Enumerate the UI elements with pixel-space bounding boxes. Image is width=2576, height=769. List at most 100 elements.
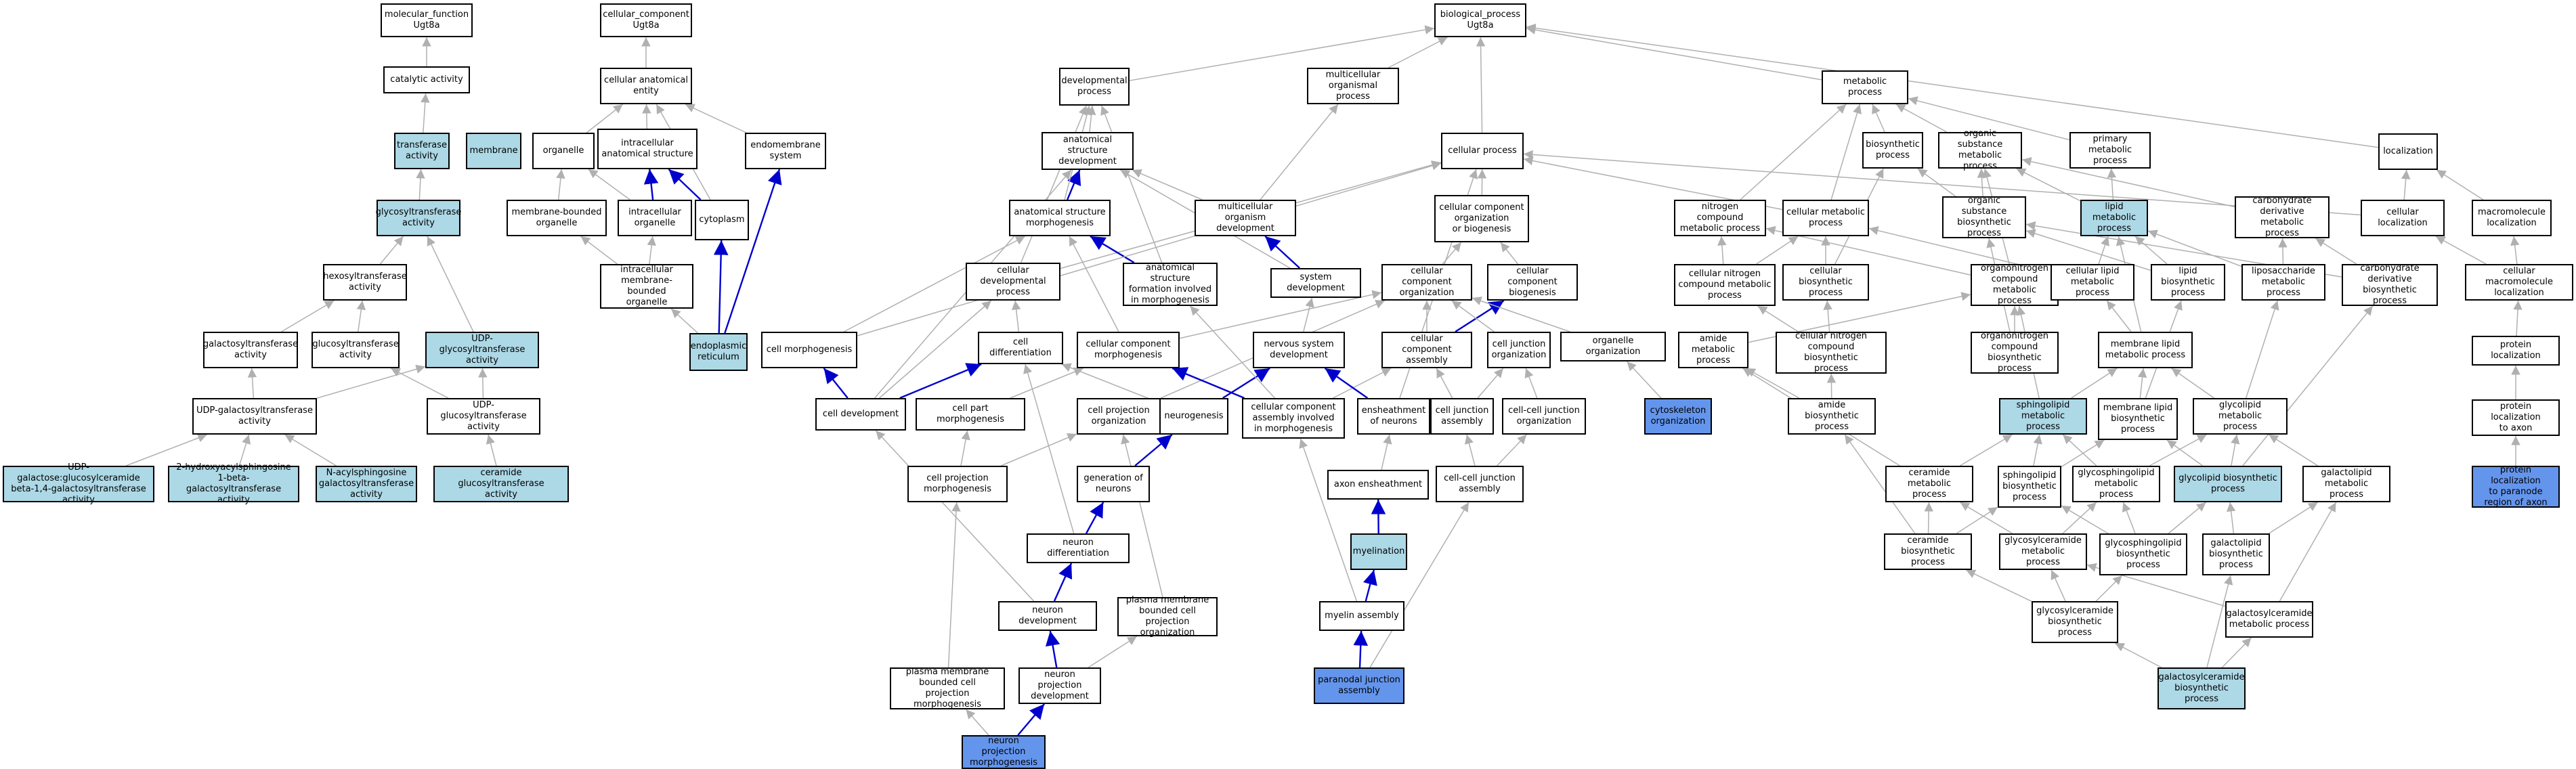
go-term-node-devp[interactable]: developmental process [1059, 68, 1130, 106]
go-term-node-pmp[interactable]: primary metabolic process [2069, 132, 2151, 169]
go-term-node-imbo[interactable]: intracellular membrane-bounded organelle [600, 264, 693, 309]
go-term-node-udpgly[interactable]: UDP-glycosyltransferase activity [425, 332, 539, 368]
go-term-node-oo[interactable]: organelle organization [1560, 332, 1666, 361]
go-term-node-neurog[interactable]: neurogenesis [1159, 398, 1228, 435]
go-term-node-galta[interactable]: galactosyltransferase activity [203, 332, 298, 368]
go-term-node-loc[interactable]: localization [2378, 133, 2438, 170]
go-term-node-ccjo[interactable]: cell-cell junction organization [1502, 398, 1586, 435]
go-term-node-cmorph[interactable]: cell morphogenesis [761, 332, 857, 368]
go-term-node-amp[interactable]: amide metabolic process [1678, 332, 1748, 368]
go-term-node-lbp[interactable]: lipid biosynthetic process [2151, 264, 2225, 301]
go-term-node-ccb[interactable]: cellular component biogenesis [1487, 264, 1578, 301]
go-term-node-udpgal[interactable]: UDP-galactosyltransferase activity [192, 398, 317, 435]
go-term-node-gsbp[interactable]: glycosphingolipid biosynthetic process [2099, 533, 2187, 575]
go-term-node-cergluc[interactable]: ceramide glucosyltransferase activity [433, 466, 569, 502]
go-term-node-onmp[interactable]: organonitrogen compound metabolic proces… [1971, 263, 2059, 306]
go-term-node-cloc[interactable]: cellular localization [2361, 200, 2445, 236]
go-term-node-onbp[interactable]: organonitrogen compound biosynthetic pro… [1971, 331, 2059, 374]
go-term-node-sysdev[interactable]: system development [1270, 268, 1361, 298]
go-term-node-ias[interactable]: intracellular anatomical structure [597, 129, 697, 169]
go-term-node-ccaim[interactable]: cellular component assembly involved in … [1242, 398, 1345, 439]
go-term-node-galbp[interactable]: galactolipid biosynthetic process [2202, 533, 2270, 575]
go-term-node-gta[interactable]: glycosyltransferase activity [376, 200, 461, 236]
go-term-node-glbp[interactable]: glycolipid biosynthetic process [2174, 466, 2282, 502]
go-term-node-galmp[interactable]: galactolipid metabolic process [2302, 466, 2390, 502]
go-term-node-axens[interactable]: axon ensheathment [1327, 470, 1429, 500]
go-term-node-mbo[interactable]: membrane-bounded organelle [507, 200, 607, 236]
go-term-node-myel[interactable]: myelination [1350, 533, 1407, 570]
go-term-node-cdiff[interactable]: cell differentiation [978, 332, 1063, 364]
go-term-node-udpgalcer[interactable]: UDP-galactose:glucosylceramide beta-1,4-… [3, 462, 154, 505]
go-term-node-mlbp[interactable]: membrane lipid biosynthetic process [2098, 398, 2178, 440]
go-term-node-nacyl[interactable]: N-acylsphingosine galactosyltransferase … [316, 466, 417, 502]
go-term-node-udpglu[interactable]: UDP-glucosyltransferase activity [427, 398, 540, 435]
go-term-node-cpo[interactable]: cell projection organization [1077, 398, 1161, 435]
go-term-node-mlmp[interactable]: membrane lipid metabolic process [2098, 332, 2193, 368]
go-term-node-clmp[interactable]: cellular lipid metabolic process [2051, 264, 2134, 301]
go-term-node-io[interactable]: intracellular organelle [618, 200, 692, 236]
go-term-node-galcbp[interactable]: galactosylceramide biosynthetic process [2158, 667, 2246, 709]
go-term-node-spmp[interactable]: sphingolipid metabolic process [1999, 398, 2087, 435]
go-term-node-mf[interactable]: molecular_function Ugt8a [381, 3, 473, 37]
go-term-node-hta[interactable]: hexosyltransferase activity [323, 264, 407, 301]
go-term-node-gcmp[interactable]: glycosylceramide metabolic process [1999, 533, 2087, 570]
go-term-node-membrane[interactable]: membrane [466, 133, 521, 169]
go-term-node-lpsmp[interactable]: liposaccharide metabolic process [2241, 264, 2325, 301]
go-term-node-bp[interactable]: biological_process Ugt8a [1434, 3, 1526, 37]
go-term-node-npd[interactable]: neuron projection development [1018, 667, 1101, 704]
go-term-node-mop[interactable]: multicellular organismal process [1307, 68, 1399, 104]
go-term-node-cbp[interactable]: cellular biosynthetic process [1782, 264, 1869, 301]
go-term-node-osmp[interactable]: organic substance metabolic process [1938, 129, 2022, 171]
go-term-node-cytoorg[interactable]: cytoskeleton organization [1644, 398, 1712, 435]
go-term-node-asd[interactable]: anatomical structure development [1042, 132, 1134, 170]
go-term-node-gsmp[interactable]: glycosphingolipid metabolic process [2072, 466, 2160, 502]
go-term-node-ncmp[interactable]: nitrogen compound metabolic process [1674, 200, 1766, 236]
go-term-node-ploc[interactable]: protein localization [2472, 336, 2560, 366]
go-term-node-cdmp[interactable]: carbohydrate derivative metabolic proces… [2235, 196, 2330, 238]
go-term-node-biosyn[interactable]: biosynthetic process [1862, 132, 1923, 169]
go-term-node-nsd[interactable]: nervous system development [1253, 332, 1345, 368]
go-term-node-plpra[interactable]: protein localization to paranode region … [2472, 465, 2560, 508]
go-term-node-cmacloc[interactable]: cellular macromolecule localization [2465, 264, 2573, 301]
go-term-node-metp[interactable]: metabolic process [1822, 70, 1908, 104]
go-term-node-lmp[interactable]: lipid metabolic process [2080, 200, 2148, 236]
go-term-node-osbp[interactable]: organic substance biosynthetic process [1942, 196, 2026, 238]
go-term-node-endomem[interactable]: endomembrane system [745, 133, 826, 169]
go-term-node-spbp[interactable]: sphingolipid biosynthetic process [1998, 466, 2061, 508]
go-term-node-organelle[interactable]: organelle [532, 133, 595, 169]
go-term-node-cerbp[interactable]: ceramide biosynthetic process [1884, 533, 1972, 570]
go-term-node-gluta[interactable]: glucosyltransferase activity [312, 332, 400, 368]
go-term-node-cae[interactable]: cellular anatomical entity [600, 68, 692, 104]
go-term-node-cdbp[interactable]: carbohydrate derivative biosynthetic pro… [2342, 263, 2438, 306]
go-term-node-cca[interactable]: cellular component assembly [1381, 332, 1472, 368]
go-term-node-gcbp[interactable]: glycosylceramide biosynthetic process [2032, 601, 2118, 643]
go-term-node-cjo[interactable]: cell junction organization [1487, 332, 1551, 368]
go-term-node-abp[interactable]: amide biosynthetic process [1788, 398, 1876, 435]
go-term-node-ca[interactable]: catalytic activity [383, 66, 470, 93]
go-term-node-ndev[interactable]: neuron development [998, 601, 1097, 631]
go-term-node-cco[interactable]: cellular component organization [1381, 264, 1472, 301]
go-term-node-asfim[interactable]: anatomical structure formation involved … [1123, 263, 1218, 306]
go-term-node-cja[interactable]: cell junction assembly [1430, 398, 1494, 435]
go-term-node-npm[interactable]: neuron projection morphogenesis [962, 735, 1046, 769]
go-term-node-cc[interactable]: cellular_component Ugt8a [600, 3, 692, 37]
go-term-node-cdevp[interactable]: cellular developmental process [966, 263, 1060, 301]
go-term-node-ccob[interactable]: cellular component organization or bioge… [1434, 195, 1529, 242]
go-term-node-hydroxy[interactable]: 2-hydroxyacylsphingosine 1-beta-galactos… [168, 462, 299, 505]
go-term-node-pmbcpo[interactable]: plasma membrane bounded cell projection … [1117, 595, 1218, 638]
go-term-node-cp[interactable]: cellular process [1441, 133, 1524, 169]
go-term-node-ta[interactable]: transferase activity [394, 133, 450, 169]
go-term-node-cpmorph[interactable]: cell projection morphogenesis [907, 466, 1008, 502]
go-term-node-asm[interactable]: anatomical structure morphogenesis [1009, 200, 1111, 236]
go-term-node-ndiff[interactable]: neuron differentiation [1027, 533, 1130, 563]
go-term-node-cermp[interactable]: ceramide metabolic process [1885, 466, 1973, 502]
go-term-node-pmbcpm[interactable]: plasma membrane bounded cell projection … [890, 667, 1005, 709]
go-term-node-ensh[interactable]: ensheathment of neurons [1357, 398, 1430, 435]
go-term-node-er[interactable]: endoplasmic reticulum [689, 333, 748, 371]
go-term-node-cyto[interactable]: cytoplasm [695, 200, 749, 240]
go-term-node-mod[interactable]: multicellular organism development [1195, 200, 1296, 236]
go-term-node-ccja[interactable]: cell-cell junction assembly [1436, 466, 1524, 502]
go-term-node-glmp[interactable]: glycolipid metabolic process [2193, 398, 2288, 435]
go-term-node-genneur[interactable]: generation of neurons [1077, 466, 1150, 502]
go-term-node-pja[interactable]: paranodal junction assembly [1314, 667, 1404, 704]
